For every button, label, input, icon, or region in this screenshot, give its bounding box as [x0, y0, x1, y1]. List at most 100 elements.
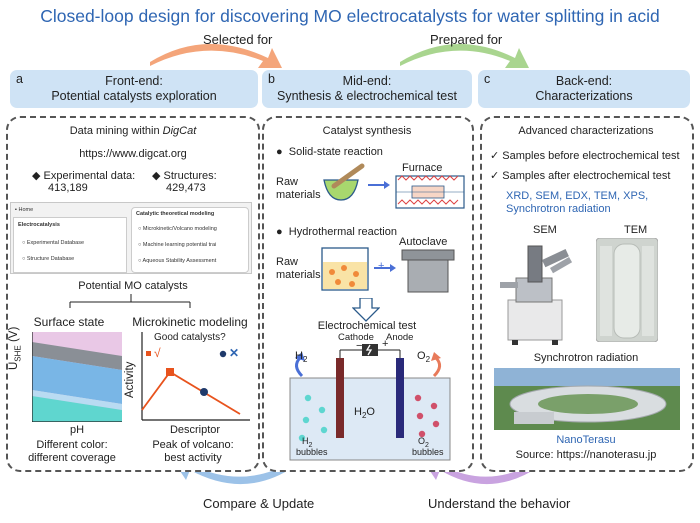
header-mid-line1: Mid-end: [342, 74, 392, 88]
aqueous-label: Aqueous Stability Assessment [142, 258, 217, 264]
arrow-selected-for [150, 43, 282, 68]
synchrotron-label: Synchrotron radiation [533, 352, 639, 364]
o2b-main: O [418, 436, 426, 446]
sem-label: SEM [533, 224, 557, 236]
techniques-line-1: XRD, SEM, EDX, TEM, XPS, [506, 190, 649, 202]
surface-ylabel-main: U [8, 361, 20, 370]
home-icon: ▪ [15, 207, 19, 213]
o2-bubbles-text: bubbles [412, 447, 444, 457]
h2b-main: H [302, 436, 309, 446]
h2b-sub: 2 [308, 441, 313, 449]
structure-db-link[interactable]: ○ Structure Database [22, 256, 75, 262]
volcano-caption-2: best activity [164, 452, 222, 464]
header-back-line1: Back-end: [555, 74, 613, 88]
diamond-icon: ◆ [32, 170, 44, 182]
o2b-sub: 2 [425, 441, 429, 449]
header-front-end: a Front-end: Potential catalysts explora… [10, 70, 258, 108]
header-back-line2: Characterizations [535, 89, 633, 103]
volcano-line [141, 370, 241, 415]
home-item[interactable]: ▪ Home [15, 207, 33, 214]
ml-label: Machine learning potential trai [142, 242, 217, 248]
microkinetic-link[interactable]: ○ Microkinetic/Volcano modeling [138, 226, 217, 232]
h2o-end: O [366, 406, 375, 418]
h2o-label: H2O [354, 406, 375, 422]
microkinetic-label: Microkinetic/Volcano modeling [142, 226, 217, 232]
figure-title: Closed-loop design for discovering MO el… [40, 6, 660, 26]
o2-gas-main: O [417, 350, 426, 362]
catalyst-synthesis-heading: Catalyst synthesis [322, 125, 412, 137]
surface-caption-1: Different color: [36, 439, 108, 451]
exp-data-label: ◆ Experimental data: [32, 170, 135, 183]
h2-curved-arrow [295, 356, 304, 378]
beaker-icon [321, 247, 369, 291]
bullet-icon: ● [276, 146, 289, 158]
cathode-label: Cathode [338, 332, 374, 343]
bullet-icon: ● [276, 226, 289, 238]
lightning-icon [365, 344, 373, 356]
hydrothermal-label: Hydrothermal reaction [288, 226, 397, 238]
experimental-db-link[interactable]: ○ Experimental Database [22, 240, 85, 246]
checkmark-icon: ✓ [490, 150, 503, 162]
furnace-icon [395, 175, 465, 209]
digcat-name: DigCat [162, 125, 197, 137]
data-mining-text: Data mining within [69, 125, 163, 137]
surface-ylabel-sub: SHE [13, 345, 23, 362]
o2-gas-label: O2 [417, 350, 430, 366]
minus-sign: − [356, 340, 363, 352]
bracket-lines [69, 294, 191, 308]
techniques-line-2: Synchrotron radiation [506, 203, 611, 215]
header-mid-line2: Synthesis & electrochemical test [277, 89, 457, 103]
structures-label: ◆ Structures: [152, 170, 217, 183]
surface-xlabel: pH [69, 424, 85, 436]
ml-link[interactable]: ○ Machine learning potential trai [138, 242, 217, 248]
electrocatalysis-label[interactable]: Electrocatalysis [18, 222, 60, 228]
sem-instrument-image [500, 245, 573, 345]
raw-materials-2a: Raw [276, 256, 299, 268]
solid-state-illustration [323, 163, 465, 209]
h2-bubbles-label: H2 [302, 436, 312, 449]
o2-bubbles-label: O2 [418, 436, 429, 449]
potential-mo-heading: Potential MO catalysts [78, 280, 188, 292]
electrochemical-heading: Electrochemical test [317, 320, 417, 332]
ctm-label[interactable]: Catalytic theoretical modeling [136, 211, 215, 217]
header-front-line1: Front-end: [105, 74, 163, 88]
before-label: Samples before electrochemical test [502, 150, 680, 162]
plus-sign: + [378, 260, 385, 272]
volcano-ylabel: Activity [124, 361, 136, 398]
down-arrow-icon [352, 298, 380, 322]
surface-state-plot [32, 332, 122, 422]
good-catalysts-label: Good catalysts? [154, 332, 226, 343]
after-label: Samples after electrochemical test [502, 170, 671, 182]
o2-gas-sub: 2 [425, 355, 431, 365]
panel-letter-a: a [16, 72, 23, 86]
digcat-url[interactable]: https://www.digcat.org [79, 148, 187, 160]
o2-bubbles [414, 394, 440, 438]
microkinetic-title: Microkinetic modeling [132, 315, 248, 329]
nanoterasu-label: NanoTerasu [556, 434, 616, 446]
solid-state-item: ● Solid-state reaction [276, 146, 383, 159]
surface-ylabel-unit: (V) [8, 326, 20, 346]
arrow-prepared-for [400, 43, 529, 68]
check-icon: √ [154, 346, 161, 360]
surface-band-teal [32, 396, 122, 422]
ctm-card: Catalytic theoretical modeling ○ Microki… [131, 207, 249, 273]
data-mining-heading: Data mining within DigCat [8, 125, 258, 138]
h2-gas-sub: 2 [302, 355, 308, 365]
volcano-point-navy [200, 388, 208, 396]
nanoterasu-photo [494, 368, 680, 430]
exp-data-label-text: Experimental data: [43, 170, 136, 182]
panel-letter-b: b [268, 72, 275, 86]
surface-band-blue [32, 356, 122, 404]
surface-caption-2: different coverage [28, 452, 116, 464]
autoclave-label: Autoclave [399, 236, 448, 248]
legend-circle-marker [219, 350, 227, 358]
source-url[interactable]: Source: https://nanoterasu.jp [515, 449, 657, 461]
header-front-line2: Potential catalysts exploration [51, 89, 217, 103]
aqueous-link[interactable]: ○ Aqueous Stability Assessment [138, 258, 217, 264]
electrochemical-cell [289, 344, 451, 461]
arrow-understand [424, 460, 540, 485]
volcano-plot [141, 332, 250, 421]
exp-data-value: 413,189 [48, 182, 88, 194]
volcano-caption-1: Peak of volcano: [152, 439, 234, 451]
h2-bubbles-text: bubbles [296, 447, 328, 457]
